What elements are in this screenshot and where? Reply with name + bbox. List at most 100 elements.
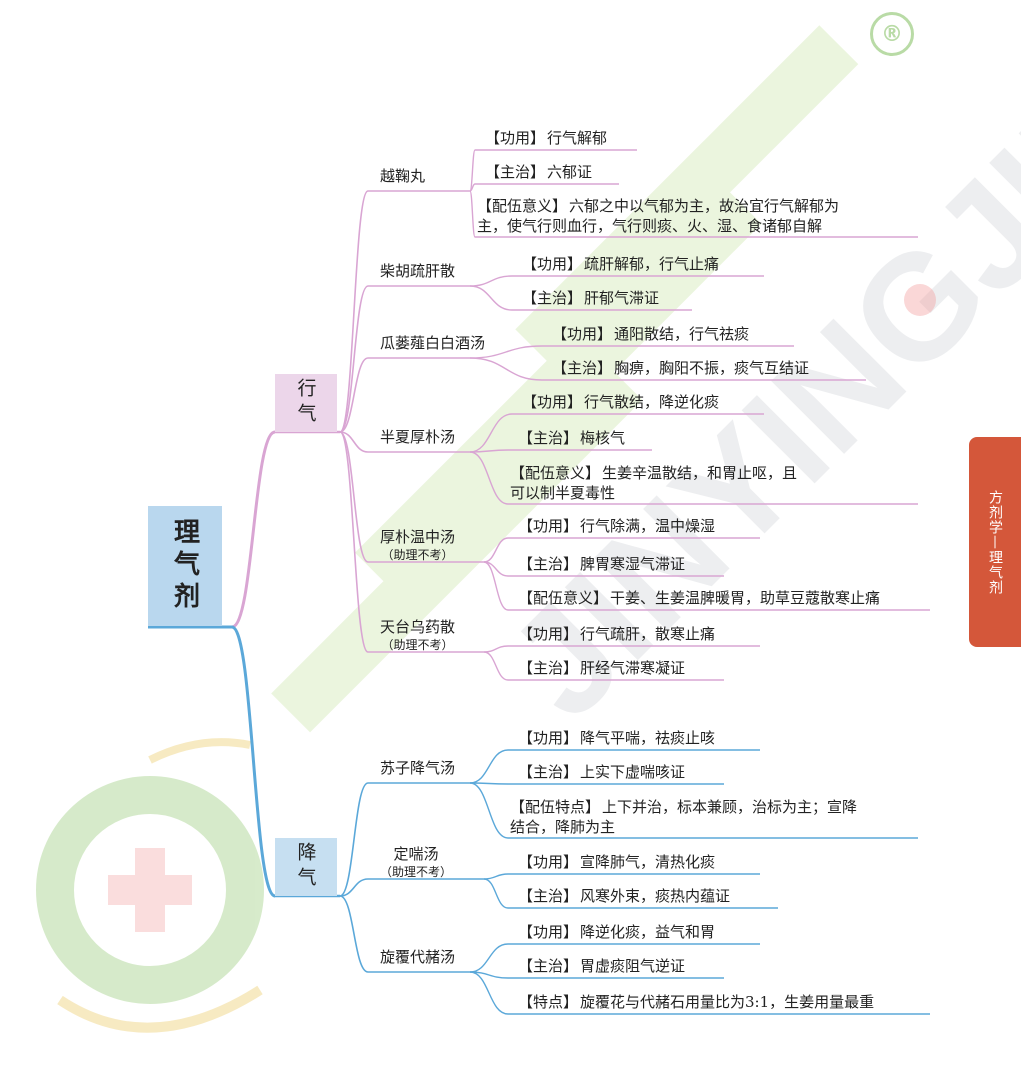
leaf-tag: 【功用】 [518, 853, 579, 871]
leaf-branch [483, 561, 509, 611]
leaf-tag: 【配伍意义】 [510, 464, 601, 482]
leaf-text: 上实下虚喘咳证 [580, 763, 686, 781]
leaf-tag: 【主治】 [518, 555, 579, 573]
root-branch-0 [231, 430, 276, 629]
formula-node: 旋覆代赭汤 [380, 948, 455, 967]
leaf-tag: 【功用】 [518, 729, 579, 747]
formula-note: （助理不考） [381, 548, 454, 562]
leaf-item: 【功用】行气除满，温中燥湿 [518, 516, 715, 536]
leaf-text: 生姜辛温散结，和胃止呕，且 [602, 464, 798, 482]
leaf-item: 【功用】降气平喘，祛痰止咳 [518, 728, 715, 748]
formula-node: 越鞠丸 [380, 167, 425, 186]
formula-node: 定喘汤 （助理不考） [380, 845, 452, 880]
leaf-item: 【特点】旋覆花与代赭石用量比为3:1，生姜用量最重 [518, 992, 874, 1012]
leaf-branch [469, 971, 509, 1015]
leaf-text: 梅核气 [580, 429, 626, 447]
leaf-branch [469, 749, 509, 784]
leaf-branch [469, 149, 476, 192]
leaf-text: 降气平喘，祛痰止咳 [580, 729, 716, 747]
leaf-item: 【功用】宣降肺气，清热化痰 [518, 852, 715, 872]
leaf-branch [469, 190, 476, 238]
leaf-item: 【主治】脾胃寒湿气滞证 [518, 554, 685, 574]
leaf-text: 干姜、生姜温脾暖胃，助草豆蔻散寒止痛 [610, 589, 881, 607]
leaf-item: 【功用】降逆化痰，益气和胃 [518, 922, 715, 942]
leaf-tag: 【功用】 [552, 325, 613, 343]
side-tab[interactable]: 方剂学—理气剂 [969, 437, 1021, 647]
leaf-text: 肝经气滞寒凝证 [580, 659, 686, 677]
formula-name: 天台乌药散 [380, 618, 456, 636]
formula-node: 柴胡疏肝散 [380, 262, 455, 281]
root-branch-1 [231, 625, 276, 898]
formula-branch [339, 357, 369, 433]
leaf-item: 【功用】行气散结，降逆化痰 [522, 392, 719, 412]
leaf-text: 六郁之中以气郁为主，故治宜行气解郁为 [569, 197, 840, 215]
leaf-text-continued: 结合，降肺为主 [510, 818, 616, 836]
formula-name: 厚朴温中汤 [380, 528, 456, 546]
leaf-branch [469, 345, 543, 359]
leaf-item: 【主治】胸痹，胸阳不振，痰气互结证 [552, 358, 809, 378]
leaf-text: 行气散结，降逆化痰 [584, 393, 720, 411]
formula-node: 苏子降气汤 [380, 759, 455, 778]
category-node-xingqi: 行气 [275, 374, 337, 432]
formula-branch [339, 431, 369, 563]
leaf-tag: 【特点】 [518, 993, 579, 1011]
leaf-item: 【功用】行气疏肝，散寒止痛 [518, 624, 715, 644]
leaf-tag: 【主治】 [518, 887, 579, 905]
leaf-tag: 【配伍意义】 [518, 589, 609, 607]
leaf-branch [483, 873, 509, 880]
leaf-item: 【主治】肝经气滞寒凝证 [518, 658, 685, 678]
leaf-tag: 【功用】 [518, 923, 579, 941]
leaf-tag: 【功用】 [485, 129, 546, 147]
leaf-branch [469, 275, 513, 287]
formula-branch [339, 285, 369, 433]
leaf-item: 【主治】胃虚痰阻气逆证 [518, 956, 685, 976]
formula-name: 柴胡疏肝散 [380, 262, 456, 280]
leaf-tag: 【主治】 [518, 429, 579, 447]
leaf-item: 【配伍意义】六郁之中以气郁为主，故治宜行气解郁为主，使气行则血行，气行则痰、火、… [477, 196, 839, 236]
leaf-text: 行气除满，温中燥湿 [580, 517, 716, 535]
formula-name: 定喘汤 [393, 845, 439, 863]
leaf-text: 通阳散结，行气祛痰 [614, 325, 750, 343]
leaf-item: 【功用】疏肝解郁，行气止痛 [522, 254, 719, 274]
formula-name: 苏子降气汤 [380, 759, 456, 777]
leaf-item: 【主治】上实下虚喘咳证 [518, 762, 685, 782]
leaf-text: 宣降肺气，清热化痰 [580, 853, 716, 871]
formula-node: 天台乌药散 （助理不考） [380, 618, 455, 653]
leaf-text-continued: 主，使气行则血行，气行则痰、火、湿、食诸郁自解 [477, 217, 823, 235]
formula-note: （助理不考） [380, 865, 453, 879]
formula-branch [339, 431, 369, 653]
formula-node: 半夏厚朴汤 [380, 428, 455, 447]
leaf-branch [469, 451, 509, 505]
formula-note: （助理不考） [381, 638, 454, 652]
leaf-text: 风寒外束，痰热内蕴证 [580, 887, 731, 905]
leaf-item: 【主治】梅核气 [518, 428, 625, 448]
leaf-text: 胸痹，胸阳不振，痰气互结证 [614, 359, 810, 377]
leaf-text: 降逆化痰，益气和胃 [580, 923, 716, 941]
leaf-branch [469, 449, 509, 453]
leaf-item: 【功用】行气解郁 [485, 128, 607, 148]
leaf-item: 【配伍特点】上下并治，标本兼顾，治标为主；宣降结合，降肺为主 [510, 797, 857, 837]
leaf-item: 【配伍意义】干姜、生姜温脾暖胃，助草豆蔻散寒止痛 [518, 588, 880, 608]
leaf-tag: 【主治】 [485, 163, 546, 181]
category-node-jiangqi: 降气 [275, 838, 337, 896]
leaf-branch [469, 782, 509, 839]
formula-branch [339, 782, 369, 897]
leaf-text: 肝郁气滞证 [584, 289, 660, 307]
leaf-tag: 【功用】 [522, 255, 583, 273]
leaf-tag: 【功用】 [518, 517, 579, 535]
root-node: 理气剂 [148, 506, 222, 626]
leaf-branch [469, 183, 476, 192]
leaf-text: 旋覆花与代赭石用量比为3:1，生姜用量最重 [580, 993, 875, 1011]
leaf-branch [483, 537, 509, 563]
leaf-text: 胃虚痰阻气逆证 [580, 957, 686, 975]
leaf-branch [469, 357, 543, 381]
formula-branch [339, 878, 369, 897]
leaf-tag: 【主治】 [518, 763, 579, 781]
leaf-tag: 【功用】 [518, 625, 579, 643]
leaf-item: 【配伍意义】生姜辛温散结，和胃止呕，且可以制半夏毒性 [510, 463, 797, 503]
leaf-item: 【功用】通阳散结，行气祛痰 [552, 324, 749, 344]
leaf-text: 行气疏肝，散寒止痛 [580, 625, 716, 643]
leaf-tag: 【主治】 [552, 359, 613, 377]
leaf-tag: 【配伍特点】 [510, 798, 601, 816]
registered-icon: ® [870, 12, 914, 56]
